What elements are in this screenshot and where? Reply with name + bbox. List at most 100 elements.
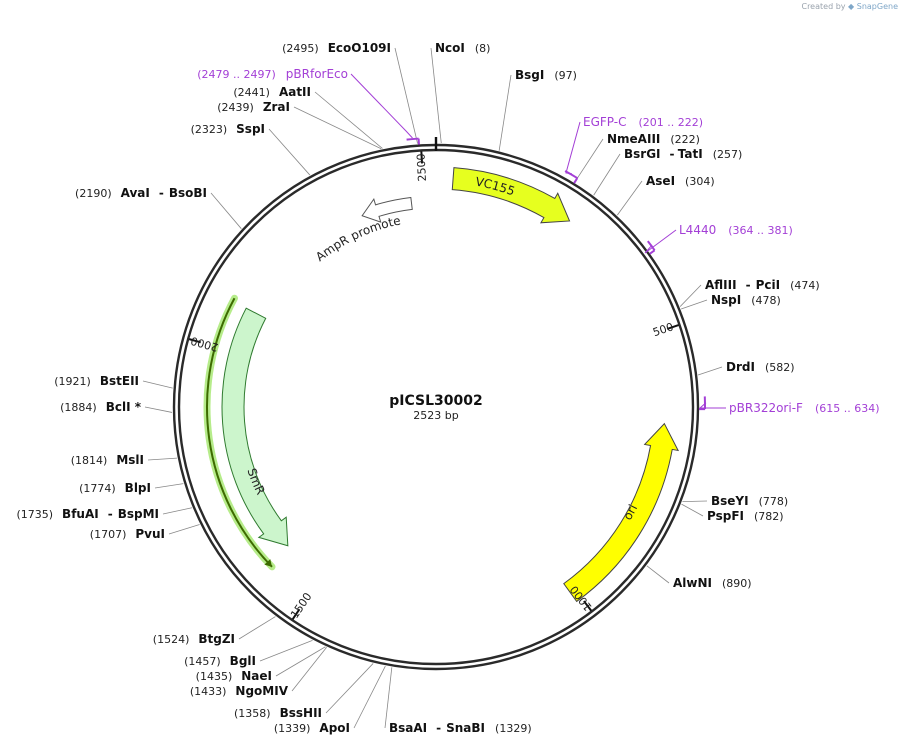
- enzyme-name: AatII: [279, 85, 311, 99]
- enzyme-name: EcoO109I: [328, 41, 391, 55]
- enzyme-name: NspI: [711, 293, 741, 307]
- enzyme-position: (1884): [60, 401, 97, 414]
- leader-blpi: [154, 483, 184, 489]
- enzyme-position: (1358): [234, 707, 271, 720]
- enzyme-label-zrai: (2439)ZraI: [217, 100, 290, 114]
- feature-smr: [221, 307, 289, 547]
- leader-naei: [275, 646, 326, 677]
- enzyme-label-btgzi: (1524)BtgZI: [153, 632, 235, 646]
- enzyme-position: (1921): [54, 375, 91, 388]
- primer-arc-pbrforeco: [406, 137, 419, 141]
- enzyme-position: (1329): [495, 722, 532, 735]
- enzyme-name: MslI: [116, 453, 144, 467]
- enzyme-name: PvuI: [135, 527, 165, 541]
- enzyme-label-bsrgi: BsrGI-TatI(257): [624, 147, 742, 161]
- snapgene-logo-icon: ◆: [848, 2, 855, 11]
- enzyme-name: BssHII: [280, 706, 322, 720]
- enzyme-label-bfuai: (1735)BfuAI-BspMI: [16, 507, 159, 521]
- enzyme-label-nmeaiii: NmeAIII(222): [607, 132, 700, 146]
- enzyme-name: BfuAI: [62, 507, 99, 521]
- enzyme-position: (2323): [191, 123, 228, 136]
- enzyme-label-ecoo109i: (2495)EcoO109I: [282, 41, 391, 55]
- enzyme-name: BseYI: [711, 494, 749, 508]
- credit-brand: SnapGene: [856, 2, 898, 11]
- enzyme-name: SspI: [236, 122, 265, 136]
- primer-label-egfp-c: EGFP-C (201 .. 222): [583, 115, 703, 129]
- enzyme-label-aatii: (2441) AatII: [233, 85, 311, 99]
- enzyme-label-ncoi: NcoI(8): [435, 41, 490, 55]
- tick-mark-1500: [291, 608, 301, 620]
- enzyme-label-bsteii: (1921)BstEII: [54, 374, 139, 388]
- enzyme-position: (1433): [190, 685, 227, 698]
- enzyme-name: NgoMIV: [235, 684, 288, 698]
- enzyme-label-apoi: (1339)ApoI: [274, 721, 350, 735]
- enzyme-position: (1707): [90, 528, 127, 541]
- enzyme-position: (257): [713, 148, 743, 161]
- leader-sspi: [268, 128, 311, 176]
- leader-bsgi: [498, 74, 512, 151]
- enzyme-position: (782): [754, 510, 784, 523]
- enzyme-position: (778): [759, 495, 789, 508]
- feature-ori: [563, 422, 680, 603]
- enzyme-position: (222): [670, 133, 700, 146]
- enzyme-name: -: [436, 721, 441, 735]
- tick-label-2500: 2500: [414, 153, 429, 182]
- enzyme-position: (1735): [16, 508, 53, 521]
- enzyme-label-bsgi: BsgI(97): [515, 68, 577, 82]
- enzyme-name: NcoI: [435, 41, 465, 55]
- leader-bsshii: [325, 663, 374, 714]
- enzyme-position: (304): [685, 175, 715, 188]
- tick-mark-2000: [188, 338, 201, 344]
- enzyme-label-asei: AseI(304): [646, 174, 715, 188]
- leader-msli: [147, 457, 178, 461]
- enzyme-name: NaeI: [241, 669, 272, 683]
- leader-alwni: [646, 565, 670, 584]
- credit-prefix: Created by: [801, 2, 846, 11]
- enzyme-name: ApoI: [319, 721, 350, 735]
- tick-label-500: 500: [651, 320, 675, 339]
- enzyme-position: (2441): [233, 86, 270, 99]
- enzyme-label-nspi: NspI (478): [711, 293, 781, 307]
- smr-highlight-arrowhead: [264, 559, 273, 567]
- primer-range: (2479 .. 2497): [197, 68, 276, 81]
- leader-ngomiv: [291, 647, 327, 692]
- leader-avai: [210, 192, 242, 229]
- leader-apoi: [353, 665, 386, 729]
- primer-name: L4440: [679, 223, 716, 237]
- label-leader-lines: [142, 47, 723, 729]
- enzyme-name: -: [108, 507, 113, 521]
- leader-pvui: [168, 524, 200, 535]
- enzyme-name: BsoBI: [169, 186, 207, 200]
- enzyme-name: -: [746, 278, 751, 292]
- primer-name: EGFP-C: [583, 115, 626, 129]
- feature-label-ori: ori: [620, 502, 640, 522]
- enzyme-label-avai: (2190)AvaI-BsoBI: [75, 186, 207, 200]
- tick-label-1500: 1500: [288, 590, 314, 620]
- primer-range: (201 .. 222): [638, 116, 703, 129]
- primer-leader-pbr322ori-f: [698, 402, 726, 409]
- enzyme-position: (97): [554, 69, 577, 82]
- leader-nmeaiii: [574, 138, 604, 183]
- enzyme-position: (2439): [217, 101, 254, 114]
- enzyme-label-afliii: AflIII-PciI(474): [705, 278, 820, 292]
- enzyme-position: (478): [751, 294, 781, 307]
- enzyme-label-pvui: (1707) PvuI: [90, 527, 165, 541]
- primer-marks: [350, 73, 726, 411]
- enzyme-name: AvaI: [121, 186, 150, 200]
- enzyme-label-msli: (1814)MslI: [71, 453, 144, 467]
- enzyme-position: (1774): [79, 482, 116, 495]
- feature-vc155: [451, 167, 571, 224]
- enzyme-label-bsshii: (1358) BssHII: [234, 706, 322, 720]
- enzyme-name: BclI *: [106, 400, 142, 414]
- enzyme-label-bcli: (1884) BclI *: [60, 400, 142, 414]
- primer-label-l4440: L4440(364 .. 381): [679, 223, 793, 237]
- enzyme-name: DrdI: [726, 360, 755, 374]
- primer-name: pBRforEco: [286, 67, 348, 81]
- enzyme-label-drdi: DrdI(582): [726, 360, 795, 374]
- primer-range: (615 .. 634): [815, 402, 880, 415]
- enzyme-name: BsaAI: [389, 721, 427, 735]
- leader-bcli: [144, 406, 173, 413]
- enzyme-label-blpi: (1774)BlpI: [79, 481, 151, 495]
- primer-label-pbrforeco: (2479 .. 2497) pBRforEco: [197, 67, 348, 81]
